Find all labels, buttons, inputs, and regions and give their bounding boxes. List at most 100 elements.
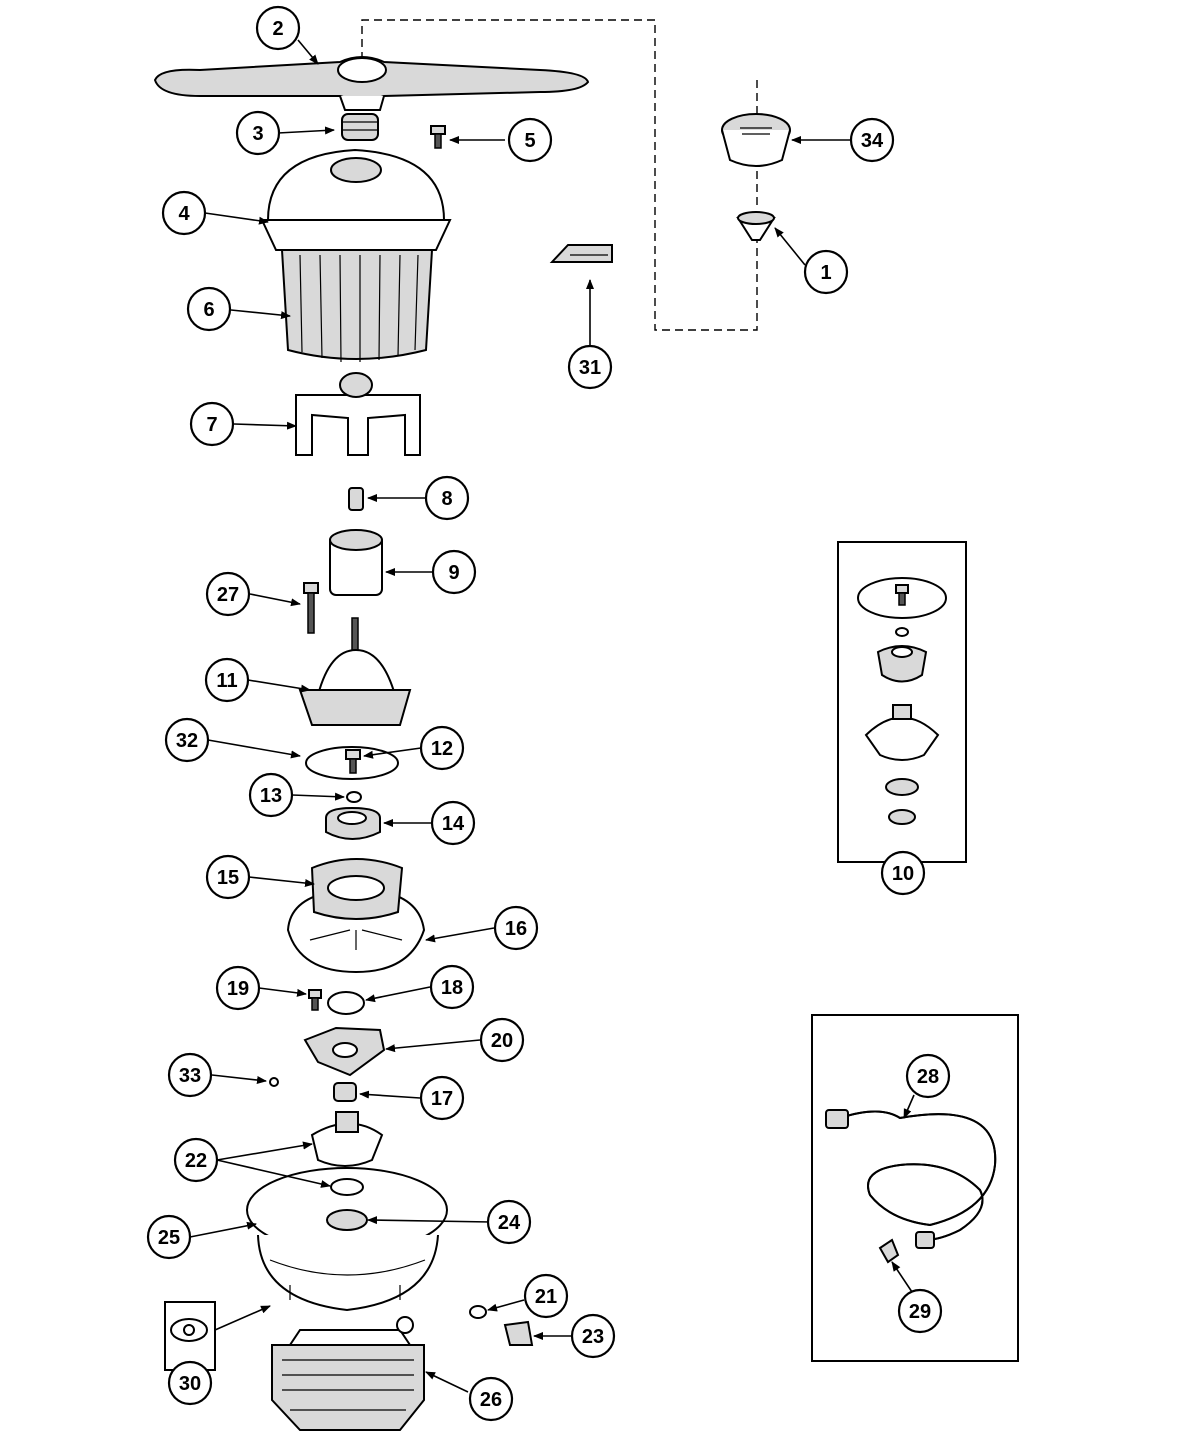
callout-10: 10	[880, 850, 926, 896]
svg-text:24: 24	[498, 1212, 521, 1234]
motor-housing	[298, 617, 412, 726]
grommet	[503, 1320, 534, 1346]
spider-hub	[295, 372, 421, 456]
svg-text:27: 27	[217, 584, 239, 606]
callout-24: 24	[486, 1199, 532, 1245]
svg-text:30: 30	[179, 1373, 201, 1395]
callout-6: 6	[186, 286, 232, 332]
callout-21: 21	[523, 1273, 569, 1319]
leader-lines	[189, 39, 915, 1393]
screw	[430, 125, 446, 149]
callout-26: 26	[468, 1376, 514, 1422]
svg-text:8: 8	[441, 488, 452, 510]
vent-cap	[721, 113, 791, 167]
hose-kit-box	[811, 1014, 1019, 1362]
svg-text:34: 34	[861, 130, 884, 152]
svg-text:6: 6	[203, 299, 214, 321]
filter-screen	[280, 249, 434, 363]
svg-text:21: 21	[535, 1286, 557, 1308]
pump-cylinder	[329, 529, 383, 596]
svg-text:33: 33	[179, 1065, 201, 1087]
callout-23: 23	[570, 1313, 616, 1359]
screw-small	[308, 989, 322, 1011]
callout-11: 11	[204, 657, 250, 703]
pump-cover-dome	[260, 148, 452, 251]
svg-text:7: 7	[206, 414, 217, 436]
callout-34: 34	[849, 117, 895, 163]
svg-text:2: 2	[272, 18, 283, 40]
callout-12: 12	[419, 725, 465, 771]
callout-19: 19	[215, 965, 261, 1011]
callout-9: 9	[431, 549, 477, 595]
pump-base-plate	[286, 858, 426, 974]
callout-13: 13	[248, 772, 294, 818]
callout-27: 27	[205, 571, 251, 617]
spray-arm-nut	[341, 113, 379, 141]
motor	[271, 1316, 425, 1431]
impeller-screw	[345, 749, 361, 774]
callout-18: 18	[429, 964, 475, 1010]
callout-20: 20	[479, 1017, 525, 1063]
svg-text:1: 1	[820, 262, 831, 284]
sump-housing	[246, 1167, 448, 1312]
callout-22: 22	[173, 1137, 219, 1183]
svg-text:14: 14	[442, 813, 465, 835]
callout-15: 15	[205, 854, 251, 900]
svg-text:28: 28	[917, 1066, 939, 1088]
callout-16: 16	[493, 905, 539, 951]
chopper-plate	[303, 1026, 386, 1077]
svg-text:10: 10	[892, 863, 914, 885]
callout-1: 1	[803, 249, 849, 295]
coupling	[333, 1082, 357, 1102]
impeller	[325, 806, 381, 840]
o-ring	[305, 746, 399, 780]
vent-cone	[736, 211, 776, 241]
spray-arm	[153, 56, 590, 111]
svg-text:18: 18	[441, 977, 463, 999]
svg-text:17: 17	[431, 1088, 453, 1110]
callout-30: 30	[167, 1360, 213, 1406]
svg-text:16: 16	[505, 918, 527, 940]
callout-2: 2	[255, 5, 301, 51]
svg-text:22: 22	[185, 1150, 207, 1172]
drive-stud	[348, 487, 364, 511]
clip	[549, 244, 613, 263]
callout-5: 5	[507, 117, 553, 163]
svg-text:19: 19	[227, 978, 249, 1000]
callout-32: 32	[164, 717, 210, 763]
svg-text:5: 5	[524, 130, 535, 152]
callout-17: 17	[419, 1075, 465, 1121]
svg-text:26: 26	[480, 1389, 502, 1411]
callout-3: 3	[235, 110, 281, 156]
svg-text:9: 9	[448, 562, 459, 584]
bolt	[303, 582, 319, 634]
callout-33: 33	[167, 1052, 213, 1098]
callout-8: 8	[424, 475, 470, 521]
ball-bearing	[269, 1077, 279, 1087]
callout-4: 4	[161, 190, 207, 236]
washer	[346, 791, 362, 803]
svg-text:12: 12	[431, 738, 453, 760]
svg-text:11: 11	[216, 670, 237, 692]
svg-text:15: 15	[217, 867, 239, 889]
svg-text:20: 20	[491, 1030, 513, 1052]
svg-text:29: 29	[909, 1301, 931, 1323]
svg-text:31: 31	[579, 357, 601, 379]
callout-7: 7	[189, 401, 235, 447]
seal-disk	[327, 991, 365, 1015]
svg-text:23: 23	[582, 1326, 604, 1348]
gasket-card	[164, 1301, 216, 1371]
svg-text:25: 25	[158, 1227, 180, 1249]
svg-text:3: 3	[252, 123, 263, 145]
callout-14: 14	[430, 800, 476, 846]
shaft-hub	[310, 1111, 384, 1196]
callout-31: 31	[567, 344, 613, 390]
o-ring-small	[469, 1305, 487, 1319]
callout-25: 25	[146, 1214, 192, 1260]
callout-29: 29	[897, 1288, 943, 1334]
callout-28: 28	[905, 1053, 951, 1099]
svg-text:32: 32	[176, 730, 198, 752]
svg-text:13: 13	[260, 785, 282, 807]
svg-text:4: 4	[178, 203, 190, 225]
